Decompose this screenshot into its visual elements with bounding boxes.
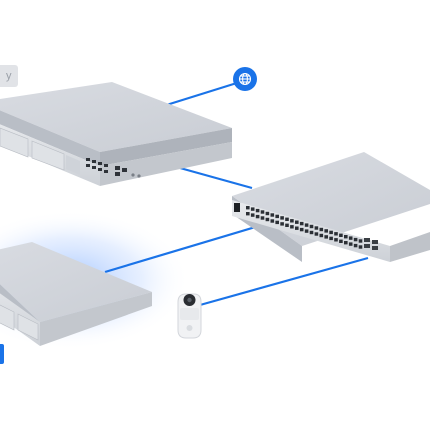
- switch-console-port: [234, 203, 240, 212]
- switch-port: [256, 209, 260, 212]
- internet-node: [233, 67, 257, 91]
- switch-port: [300, 228, 304, 231]
- switch-port: [271, 219, 275, 222]
- switch-port: [310, 231, 314, 234]
- link-gateway-switch: [180, 168, 252, 188]
- switch-port: [285, 224, 289, 227]
- switch-port: [290, 219, 294, 222]
- switch-port: [349, 236, 353, 239]
- selection-tab[interactable]: [0, 344, 4, 364]
- switch-port: [320, 228, 324, 231]
- switch-port: [329, 231, 333, 234]
- device-badge: y: [0, 65, 18, 87]
- switch-port: [246, 212, 250, 215]
- switch-port: [275, 215, 279, 218]
- switch-port: [261, 210, 265, 213]
- switch-port: [359, 245, 363, 248]
- switch-port: [324, 235, 328, 238]
- switch-port: [290, 225, 294, 228]
- switch-port: [320, 234, 324, 237]
- gateway-device: [0, 82, 232, 186]
- switch-port: [344, 241, 348, 244]
- switch-port: [280, 222, 284, 225]
- switch-port: [359, 239, 363, 242]
- switch-port: [256, 215, 260, 218]
- switch-port: [310, 225, 314, 228]
- switch-port: [251, 207, 255, 210]
- switch-port: [349, 242, 353, 245]
- switch-port: [334, 232, 338, 235]
- switch-port: [354, 244, 358, 247]
- switch-port: [315, 226, 319, 229]
- switch-port: [275, 221, 279, 224]
- switch-port: [329, 237, 333, 240]
- switch-port: [339, 240, 343, 243]
- switch-port: [334, 238, 338, 241]
- link-gateway-internet: [160, 82, 240, 107]
- switch-port: [251, 213, 255, 216]
- switch-port: [261, 216, 265, 219]
- switch-port: [271, 213, 275, 216]
- switch-device: [232, 152, 430, 262]
- switch-port: [285, 218, 289, 221]
- switch-port: [280, 216, 284, 219]
- switch-port: [344, 235, 348, 238]
- switch-port: [266, 218, 270, 221]
- switch-port: [354, 238, 358, 241]
- switch-port: [266, 212, 270, 215]
- switch-port: [315, 232, 319, 235]
- switch-port: [324, 229, 328, 232]
- camera-device: [178, 294, 201, 338]
- switch-port: [305, 229, 309, 232]
- link-camera-switch: [200, 258, 368, 305]
- switch-port: [295, 227, 299, 230]
- switch-port: [339, 234, 343, 237]
- switch-port: [246, 206, 250, 209]
- switch-port: [305, 223, 309, 226]
- switch-port: [295, 221, 299, 224]
- switch-port: [300, 222, 304, 225]
